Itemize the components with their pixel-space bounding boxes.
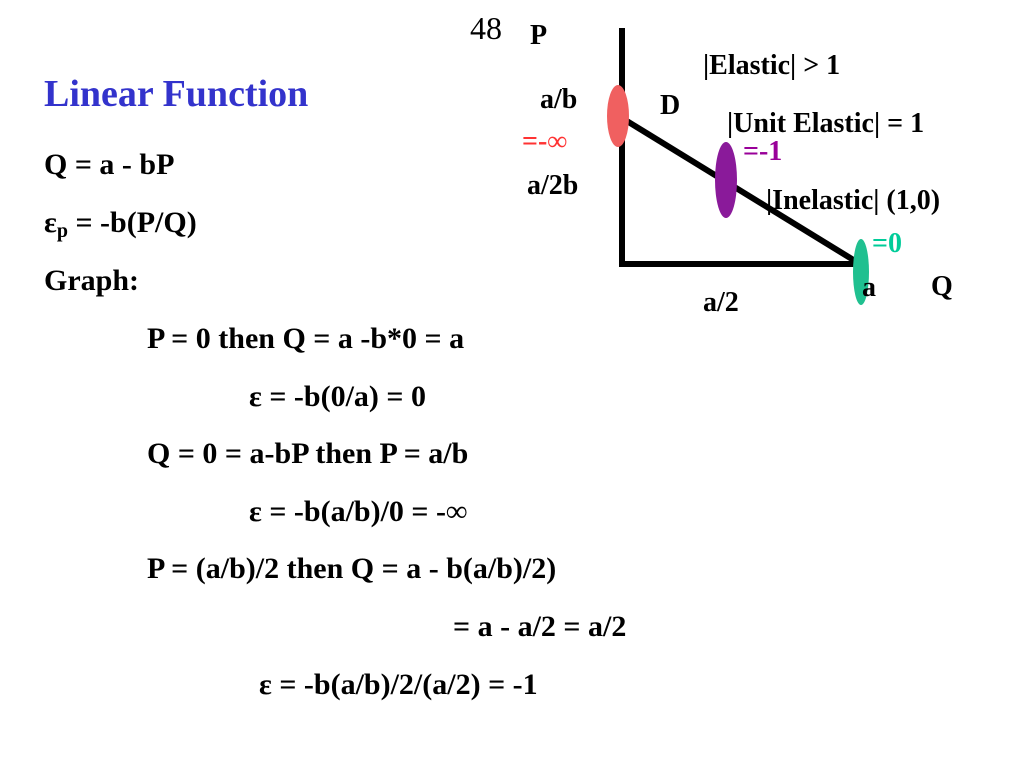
neg-one-elasticity: =-1 xyxy=(743,136,783,167)
step-p-zero: P = 0 then Q = a -b*0 = a xyxy=(147,322,465,355)
elasticity-formula: = -b(P/Q) xyxy=(67,206,197,239)
step-midpoint-elasticity: ε = -b(a/b)/2/(a/2) = -1 xyxy=(259,668,538,701)
inelastic-label: |Inelastic| (1,0) xyxy=(766,185,941,216)
equation-elasticity: εp = -b(P/Q) xyxy=(44,206,197,243)
equation-demand: Q = a - bP xyxy=(44,148,175,181)
step-q-zero: Q = 0 = a-bP then P = a/b xyxy=(147,437,469,470)
slide-number: 48 xyxy=(470,10,502,46)
slide-title: Linear Function xyxy=(44,73,309,115)
p-axis-label: P xyxy=(530,20,548,51)
step-p-zero-elasticity: ε = -b(0/a) = 0 xyxy=(249,380,426,413)
epsilon-subscript: p xyxy=(56,220,68,242)
p-intercept-label: a/b xyxy=(540,84,578,115)
demand-line xyxy=(620,115,862,267)
neg-infinity-elasticity: =-∞ xyxy=(522,126,568,157)
unit-elastic-marker xyxy=(715,142,737,218)
step-q-zero-elasticity: ε = -b(a/b)/0 = -∞ xyxy=(249,495,468,528)
step-midpoint-cont: = a - a/2 = a/2 xyxy=(453,610,627,643)
p-midpoint-label: a/2b xyxy=(527,170,579,201)
demand-label: D xyxy=(660,90,681,121)
unit-elastic-label: |Unit Elastic| = 1 xyxy=(727,108,925,139)
inelastic-endpoint-marker xyxy=(853,239,869,305)
elastic-endpoint-marker xyxy=(607,85,629,147)
q-axis-label: Q xyxy=(931,271,953,302)
graph-heading: Graph: xyxy=(44,264,140,297)
elastic-label: |Elastic| > 1 xyxy=(703,50,841,81)
q-intercept-label: a xyxy=(862,272,876,303)
q-midpoint-label: a/2 xyxy=(703,287,739,318)
epsilon-symbol: ε xyxy=(44,206,57,239)
zero-elasticity: =0 xyxy=(872,228,902,259)
step-midpoint: P = (a/b)/2 then Q = a - b(a/b)/2) xyxy=(147,552,557,585)
